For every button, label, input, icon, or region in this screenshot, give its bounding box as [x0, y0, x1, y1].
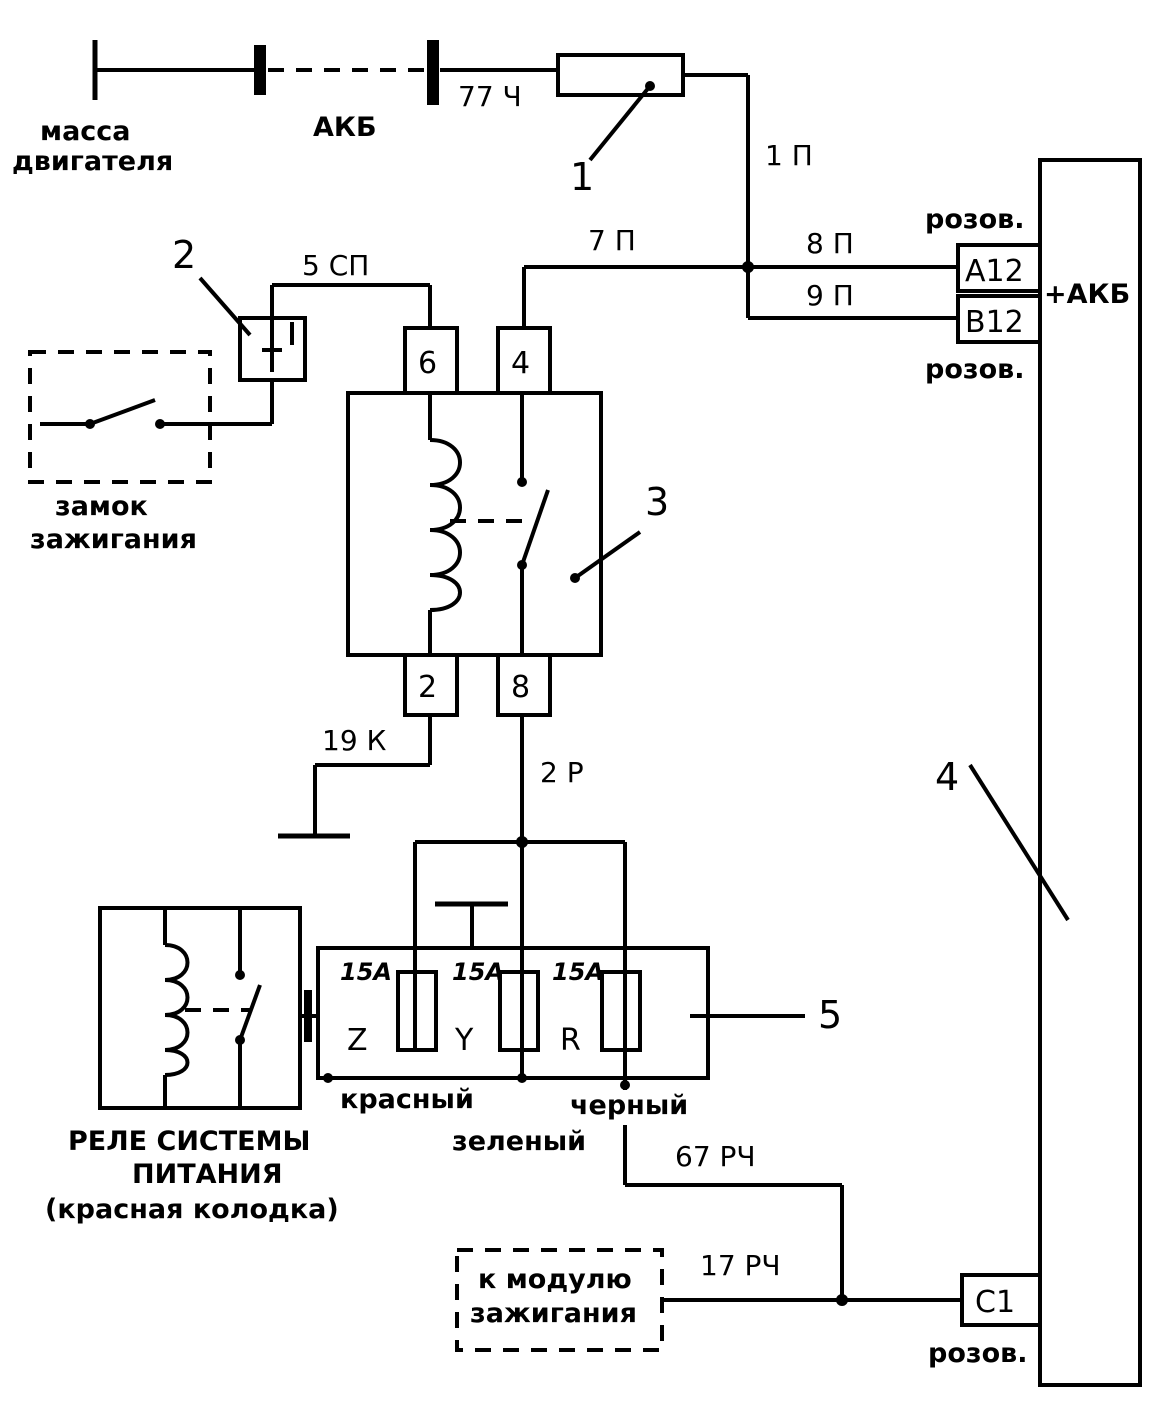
- fuse-r: [600, 970, 642, 1052]
- fuse-z-rating: 15A: [340, 958, 392, 986]
- wiring-harness-block: [1038, 158, 1142, 1387]
- wire-67-label: 67 РЧ: [675, 1140, 756, 1173]
- ignition-switch-label-2: зажигания: [30, 524, 197, 555]
- relay-pin-2-label: 2: [418, 670, 437, 705]
- wire-color-red: красный: [340, 1084, 474, 1115]
- relay-pin-6-label: 6: [418, 346, 437, 381]
- relay-pin-4-label: 4: [511, 346, 530, 381]
- fuse-r-letter: R: [560, 1023, 581, 1058]
- fuse-y: [498, 970, 540, 1052]
- main-relay-coil: [428, 393, 462, 655]
- fuel-relay-label-2: ПИТАНИЯ: [132, 1159, 283, 1190]
- engine-ground-label-2: двигателя: [12, 146, 173, 177]
- wire-color-black: черный: [570, 1090, 688, 1121]
- engine-ground-label-1: масса: [40, 116, 131, 147]
- callout-1: 1: [570, 155, 594, 199]
- main-relay-body: [346, 391, 603, 657]
- wire-2-label: 2 Р: [540, 756, 584, 789]
- battery-symbol: [254, 40, 560, 105]
- connector-pin-c1: [960, 1273, 1042, 1327]
- fuel-pump-relay-plug: [300, 948, 320, 1078]
- fuel-relay-label-1: РЕЛЕ СИСТЕМЫ: [68, 1126, 310, 1157]
- ignition-switch-label-1: замок: [55, 491, 148, 522]
- fuel-relay-label-3: (красная колодка): [45, 1194, 339, 1225]
- wire-1-label: 1 П: [765, 139, 813, 172]
- fuse-y-rating: 15A: [452, 958, 504, 986]
- wire-17-label: 17 РЧ: [700, 1249, 781, 1282]
- fuse-link: [556, 53, 685, 97]
- wire-19-label: 19 К: [322, 724, 387, 757]
- wire-8-label: 8 П: [806, 227, 854, 260]
- socket-label-mid: розов.: [925, 354, 1024, 385]
- wire-5-label: 5 СП: [302, 249, 369, 282]
- fuel-pump-relay-contact: [235, 908, 262, 1108]
- pin-c1-label: C1: [975, 1285, 1015, 1320]
- battery-plus-label: +АКБ: [1044, 279, 1130, 310]
- ignition-module-label-2: зажигания: [470, 1298, 637, 1329]
- callout-5: 5: [818, 993, 842, 1037]
- ignition-switch-frame: [28, 350, 212, 484]
- pin-b12-label: B12: [965, 305, 1024, 340]
- socket-label-top: розов.: [925, 204, 1024, 235]
- fuse-y-letter: Y: [454, 1023, 474, 1058]
- fuse-z-letter: Z: [347, 1023, 368, 1058]
- connector-pin-b12: [956, 294, 1042, 344]
- wire-color-green: зеленый: [452, 1126, 586, 1157]
- wire-9-label: 9 П: [806, 279, 854, 312]
- wire-7-label: 7 П: [588, 224, 636, 257]
- callout-2: 2: [172, 233, 196, 277]
- pin-a12-label: A12: [965, 254, 1024, 289]
- fuse-r-rating: 15A: [552, 958, 604, 986]
- connector-pin-a12: [956, 243, 1042, 293]
- relay-pin-8-label: 8: [511, 670, 530, 705]
- engine-ground-symbol: [92, 40, 255, 100]
- fuel-pump-relay-coil: [163, 908, 190, 1108]
- callout-4: 4: [935, 755, 959, 799]
- relay-pin-4: [496, 326, 552, 395]
- main-relay-contact: [517, 393, 550, 655]
- callout-3: 3: [645, 480, 669, 524]
- wire-77-label: 77 Ч: [458, 80, 522, 113]
- ignition-module-label-1: к модулю: [478, 1264, 632, 1295]
- connector-2-pins: [262, 285, 294, 424]
- relay-pin-2: [403, 653, 459, 717]
- ignition-switch-contact: [40, 398, 272, 429]
- battery-label: АКБ: [313, 112, 377, 143]
- socket-label-bottom: розов.: [928, 1338, 1027, 1369]
